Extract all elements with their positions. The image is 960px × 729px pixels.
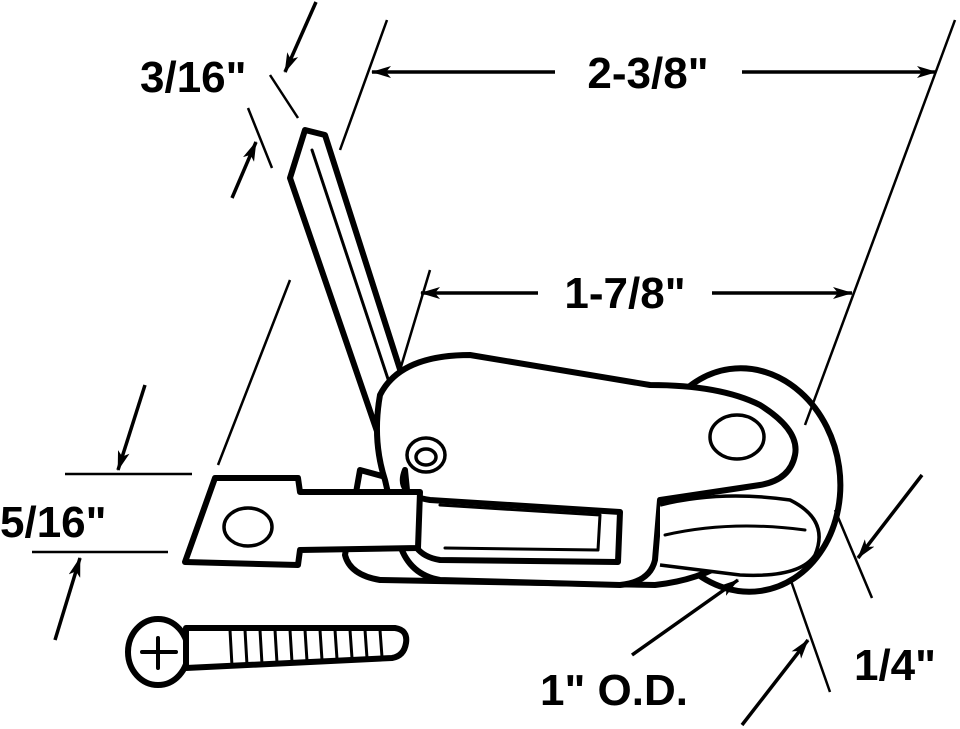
ext-line-od-b: [788, 577, 832, 693]
wheel-tread-inner: [663, 524, 807, 537]
dim-width-arrow-bottom: [53, 557, 82, 641]
dimension-lines: [32, 1, 957, 727]
screw-drive-recess: [140, 636, 178, 670]
mounting-screw: [125, 616, 410, 688]
upright-tab-edge: [310, 148, 392, 387]
ext-line-tab-diag: [216, 279, 292, 466]
dimension-labels: 2-3/8" 1-7/8" 3/16" 5/16" 1" O.D. 1/4": [0, 49, 936, 715]
ext-line-thickness-b: [246, 107, 274, 169]
screw-threads: [228, 628, 384, 668]
label-inner-length: 1-7/8": [564, 269, 685, 318]
ext-line-thickness-a: [268, 74, 300, 119]
mounting-tab-hole: [222, 506, 274, 548]
label-tab-thickness: 3/16": [140, 53, 247, 102]
housing-rivet-core: [414, 447, 438, 467]
ext-line-od-a: [833, 509, 874, 599]
screw-shank: [183, 625, 410, 671]
dim-wheel-width-arrow-bottom: [740, 638, 810, 727]
ext-line-overall-right: [803, 19, 957, 426]
label-tab-width: 5/16": [0, 498, 107, 547]
dim-thickness-arrow-top: [283, 1, 318, 73]
wheel-tread: [659, 494, 821, 578]
dim-thickness-arrow-bottom: [230, 141, 258, 199]
axle-rivet: [708, 413, 766, 461]
ext-line-inner-left: [398, 269, 432, 371]
roller-assembly: [125, 127, 844, 688]
ext-line-overall-left: [338, 19, 389, 151]
dim-wheel-width-arrow-top: [856, 473, 924, 560]
label-wheel-diameter: 1" O.D.: [540, 666, 688, 715]
dim-od-arrow: [630, 578, 740, 657]
label-wheel-width: 1/4": [854, 641, 936, 690]
adjuster-channel-inner: [438, 503, 602, 552]
dim-width-arrow-top: [116, 384, 147, 471]
label-overall-length: 2-3/8": [587, 49, 708, 98]
